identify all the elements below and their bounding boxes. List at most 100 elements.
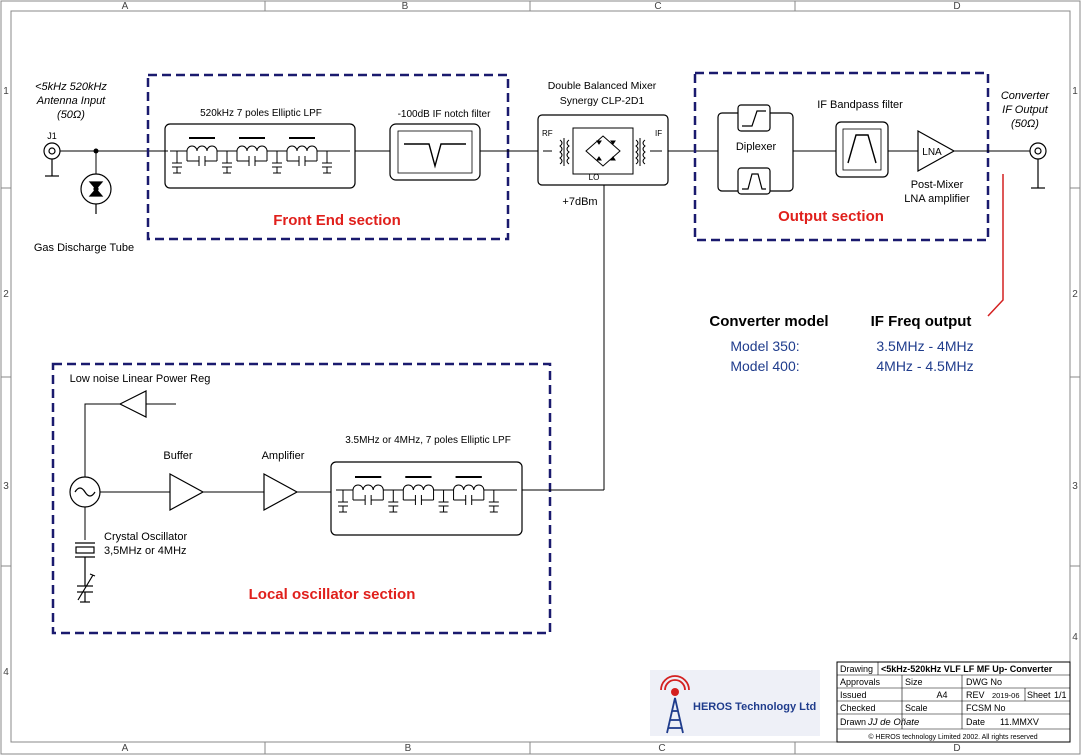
logo-name: HEROS Technology Ltd [693, 701, 816, 713]
col-label-b: B [402, 1, 409, 12]
output-conn-line3: (50Ω) [1011, 118, 1039, 130]
antenna-line2: Antenna Input [36, 95, 106, 107]
lo-lpf-schematic-icon [336, 476, 517, 513]
frame-row-labels: 1 2 3 4 1 2 3 4 [3, 86, 1078, 678]
antenna-line3: (50Ω) [57, 109, 85, 121]
front-end-section-label: Front End section [273, 212, 401, 229]
bandpass-curve-small [742, 173, 766, 190]
row-label-1-right: 1 [1072, 86, 1078, 97]
lo-lpf-label: 3.5MHz or 4MHz, 7 poles Elliptic LPF [345, 435, 511, 446]
crystal-label-line1: Crystal Oscillator [104, 531, 187, 543]
model-400: Model 400: [730, 358, 799, 374]
tb-date-value: 11.MMXV [1000, 717, 1039, 727]
tb-drawing-title: <5kHz-520kHz VLF LF MF Up- Converter [881, 664, 1053, 674]
lna-caption-line2: LNA amplifier [904, 193, 970, 205]
row-label-1: 1 [3, 86, 9, 97]
col-label-d: D [953, 1, 960, 12]
model-table-leader-line [987, 174, 1004, 317]
tb-copyright: © HEROS technology Limited 2002. All rig… [868, 733, 1037, 741]
row-label-4-right: 4 [1072, 632, 1078, 643]
notch-filter-block [389, 123, 481, 181]
reg-to-osc-trace [84, 403, 120, 477]
local-osc-section-border [51, 362, 552, 635]
mixer-if-port: IF [655, 129, 662, 138]
tb-date-label: Date [966, 717, 985, 727]
input-connector-icon [43, 142, 61, 177]
tb-scale: Scale [905, 703, 928, 713]
if-bandpass-filter-block [835, 121, 889, 178]
mixer-block [537, 114, 669, 186]
col-label-a-bottom: A [122, 743, 129, 754]
col-label-b-bottom: B [405, 743, 412, 754]
mixer-title-line1: Double Balanced Mixer [548, 80, 657, 92]
diplexer-bandpass-icon [737, 167, 771, 195]
tb-rev-label: REV [966, 690, 985, 700]
tb-sheet-label: Sheet [1027, 690, 1051, 700]
lo-drive-level: +7dBm [562, 196, 597, 208]
col-label-c-bottom: C [658, 743, 665, 754]
output-conn-line1: Converter [1001, 90, 1051, 102]
bpf-inner-frame [842, 128, 882, 171]
tb-fcsm: FCSM No [966, 703, 1006, 713]
amplifier-label: Amplifier [262, 450, 305, 462]
antenna-input-label: <5kHz 520kHz Antenna Input (50Ω) [35, 81, 107, 121]
tb-drawn-label: Drawn [840, 717, 866, 727]
tb-rev-value: 2019-06 [992, 691, 1020, 700]
lna-caption-line1: Post-Mixer [911, 179, 964, 191]
front-end-lpf-schematic-icon [170, 137, 350, 174]
tb-size-value: A4 [936, 690, 947, 700]
model-header: Converter model [709, 313, 828, 330]
heros-logo: HEROS Technology Ltd [650, 670, 820, 736]
freq-350: 3.5MHz - 4MHz [876, 338, 973, 354]
power-regulator-icon [118, 390, 147, 418]
crystal-icon [75, 542, 95, 578]
power-reg-label: Low noise Linear Power Reg [70, 373, 211, 385]
tb-drawing-label: Drawing [840, 664, 873, 674]
diplexer-highpass-icon [737, 104, 771, 132]
mixer-lo-port: LO [589, 173, 600, 182]
trimmer-capacitor-icon [77, 573, 96, 603]
col-label-c: C [654, 1, 661, 12]
row-label-3: 3 [3, 481, 9, 492]
lna-amplifier-icon [917, 129, 956, 173]
antenna-tip-icon [671, 688, 679, 696]
row-label-4: 4 [3, 667, 9, 678]
output-section-label: Output section [778, 208, 884, 225]
notch-response-icon [397, 130, 473, 174]
oscillator-icon [69, 476, 101, 508]
lo-lpf-block [330, 461, 523, 536]
front-end-lpf-label: 520kHz 7 poles Elliptic LPF [200, 108, 322, 119]
row-label-3-right: 3 [1072, 481, 1078, 492]
connector-j1-label: J1 [47, 131, 57, 141]
freq-400: 4MHz - 4.5MHz [876, 358, 973, 374]
crystal-label-line2: 3,5MHz or 4MHz [104, 545, 187, 557]
front-end-lpf-block [164, 123, 356, 189]
row-label-2: 2 [3, 289, 9, 300]
diplexer-label: Diplexer [736, 141, 777, 153]
buffer-label: Buffer [163, 450, 192, 462]
output-connector-icon [1029, 142, 1047, 189]
mixer-title-line2: Synergy CLP-2D1 [560, 95, 645, 107]
mixer-rf-port: RF [542, 129, 553, 138]
bandpass-curve-icon [847, 134, 877, 164]
col-label-d-bottom: D [953, 743, 960, 754]
frame-column-labels: A B C D A B C D [122, 1, 961, 754]
buffer-amplifier-icon [169, 472, 205, 512]
model-350: Model 350: [730, 338, 799, 354]
gas-discharge-tube-icon [80, 173, 112, 214]
output-conn-line2: IF Output [1002, 104, 1049, 116]
output-section-border [693, 71, 990, 242]
front-end-section-border [146, 73, 510, 241]
notch-filter-label: -100dB IF notch filter [398, 109, 491, 120]
bpf-label: IF Bandpass filter [817, 99, 903, 111]
tower-icon [660, 675, 690, 734]
highpass-curve [742, 110, 766, 127]
mixer-diode-ring-icon [543, 127, 662, 175]
tb-checked: Checked [840, 703, 876, 713]
tb-dwg-no: DWG No [966, 677, 1002, 687]
lna-label: LNA [922, 147, 942, 158]
local-osc-section-label: Local oscillator section [249, 586, 416, 603]
lo-amplifier-icon [263, 472, 299, 512]
